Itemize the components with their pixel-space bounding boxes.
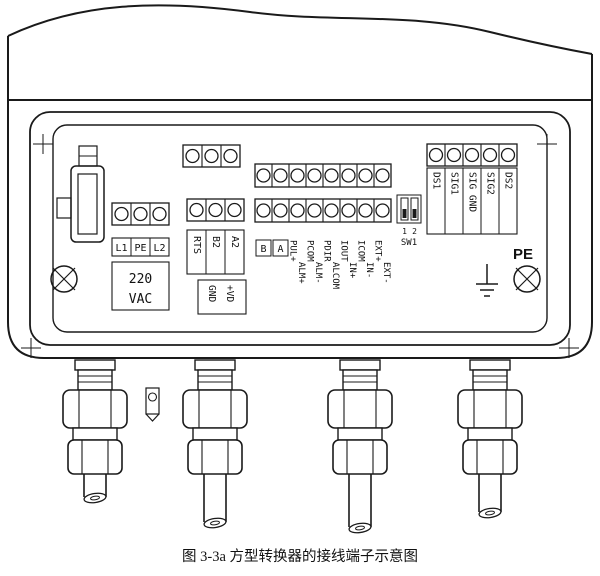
label-plus-vd: +VD (224, 285, 235, 302)
dip-switch-labels: 1 2 SW1 (401, 227, 417, 248)
label-alm-plus: ALM+ (296, 262, 306, 284)
enclosure-body (7, 4, 593, 359)
label-pcom: PCOM (305, 240, 315, 262)
cable-gland-4 (457, 359, 523, 519)
mounting-screw-left (50, 265, 78, 293)
label-a2: A2 (229, 236, 240, 248)
comm-terminal-labels: RTS B2 A2 GND +VD (191, 236, 240, 302)
label-alm-minus: ALM- (313, 262, 323, 284)
label-ext-minus: EXT- (381, 262, 391, 284)
io-terminal-labels: B A PUL+ ALM+ PCOM ALM- PDIR ALCOM IOUT … (260, 240, 391, 290)
aux-terminal-block (182, 144, 241, 168)
label-sig1: SIG1 (449, 172, 460, 195)
label-sig-gnd: SIG GND (467, 172, 478, 212)
crosshair-marks (21, 134, 579, 358)
signal-terminal-labels: DS1 SIG1 SIG GND SIG2 DS2 (431, 172, 514, 212)
label-sw1: SW1 (401, 238, 417, 248)
label-b: B (260, 244, 266, 255)
fuse-holder (56, 145, 105, 243)
dip-switch-sw1 (396, 194, 422, 224)
label-sig2: SIG2 (485, 172, 496, 195)
cable-gland-2 (182, 359, 248, 529)
power-terminal-block (111, 202, 170, 311)
label-switch-1: 1 (402, 227, 407, 236)
label-vac: VAC (129, 292, 152, 307)
label-ext-plus: EXT+ (373, 240, 383, 262)
label-pdir: PDIR (322, 240, 332, 262)
label-pe: PE (513, 246, 533, 263)
label-b2: B2 (210, 236, 221, 248)
label-ds1: DS1 (431, 172, 442, 189)
label-a: A (277, 244, 283, 255)
label-pul-plus: PUL+ (288, 240, 298, 262)
cable-gland-1 (62, 359, 128, 504)
terminal-compartment (29, 111, 571, 346)
label-pe-power: PE (134, 243, 146, 254)
vent-plug (145, 387, 160, 422)
label-in-plus: IN+ (347, 262, 357, 279)
cable-gland-3 (327, 359, 393, 534)
label-rts: RTS (191, 236, 202, 254)
signal-terminal-block (426, 143, 518, 235)
protective-earth: PE (476, 246, 533, 297)
label-gnd: GND (206, 285, 217, 302)
label-ds2: DS2 (503, 172, 514, 189)
label-iout: IOUT (339, 240, 349, 262)
break-wave-line (7, 4, 593, 55)
label-icom: ICOM (356, 240, 366, 262)
figure-caption: 图 3-3a 方型转换器的接线端子示意图 (182, 547, 418, 565)
label-l2: L2 (153, 243, 165, 254)
mounting-screw-right (513, 265, 541, 293)
io-terminal-block (254, 163, 392, 257)
front-face-plate (7, 99, 593, 359)
label-alcom: ALCOM (330, 262, 340, 290)
label-in-minus: IN- (364, 262, 374, 278)
power-terminal-labels: L1 PE L2 220 VAC (115, 243, 165, 307)
comm-terminal-block (186, 198, 247, 315)
label-switch-2: 2 (412, 227, 417, 236)
earth-ground-icon (476, 264, 498, 297)
label-l1: L1 (115, 243, 127, 254)
label-220: 220 (129, 272, 152, 287)
